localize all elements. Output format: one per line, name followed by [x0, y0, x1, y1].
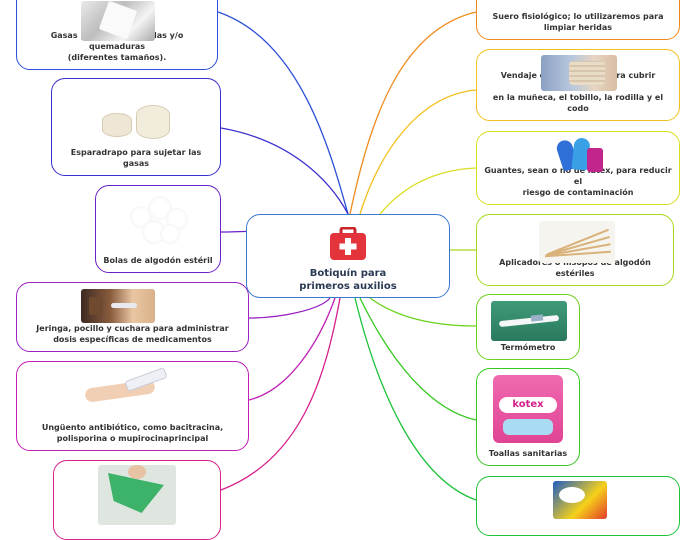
center-node[interactable]: Botiquín para primeros auxilios — [246, 214, 450, 298]
node-tape[interactable]: Esparadrapo para sujetar las gasas — [51, 78, 221, 176]
thermometer-image — [491, 301, 567, 341]
node-ointment-label: Ungüento antibiótico, como bacitracina, … — [42, 422, 223, 444]
node-pads[interactable]: kotex Toallas sanitarias — [476, 368, 580, 466]
node-sling[interactable] — [53, 460, 221, 540]
node-syringe-label: Jeringa, pocillo y cuchara para administ… — [36, 323, 228, 345]
node-gloves[interactable]: Guantes, sean o no de látex, para reduci… — [476, 131, 680, 205]
node-saline-label: Suero fisiológico; lo utilizaremos para … — [492, 11, 663, 33]
center-title-line1: Botiquín para — [247, 267, 449, 280]
cotton-swabs-image — [539, 221, 615, 263]
node-gauze[interactable]: Gasas para cubrir heridas y/o quemaduras… — [16, 0, 218, 70]
node-thermometer[interactable]: Termómetro — [476, 294, 580, 360]
gloves-image — [555, 136, 605, 176]
center-title-line2: primeros auxilios — [247, 280, 449, 293]
node-swabs[interactable]: Aplicadores o hisopos de algodón estéril… — [476, 214, 674, 286]
elastic-bandage-image — [541, 55, 617, 91]
ointment-hand-image — [81, 368, 177, 408]
arm-sling-image — [98, 465, 176, 525]
node-cotton[interactable]: Bolas de algodón estéril — [95, 185, 221, 273]
node-pads-label: Toallas sanitarias — [489, 448, 567, 459]
node-ointment[interactable]: Ungüento antibiótico, como bacitracina, … — [16, 361, 249, 451]
node-bandage[interactable]: Vendaje elástico (ACE) para cubrir lesio… — [476, 49, 680, 121]
sanitary-pads-image: kotex — [493, 375, 563, 443]
node-tape-label: Esparadrapo para sujetar las gasas — [58, 147, 214, 169]
node-cotton-label: Bolas de algodón estéril — [103, 255, 212, 266]
medicine-spoon-image — [81, 289, 155, 323]
node-alka-seltzer[interactable] — [476, 476, 680, 536]
tape-rolls-image — [100, 101, 172, 141]
cotton-balls-image — [120, 192, 196, 248]
node-saline[interactable]: Suero fisiológico; lo utilizaremos para … — [476, 0, 680, 40]
node-thermometer-label: Termómetro — [501, 342, 556, 353]
alka-seltzer-image — [553, 481, 607, 519]
first-aid-kit-icon — [329, 227, 367, 261]
node-syringe[interactable]: Jeringa, pocillo y cuchara para administ… — [16, 282, 249, 352]
gauze-image — [81, 1, 155, 41]
